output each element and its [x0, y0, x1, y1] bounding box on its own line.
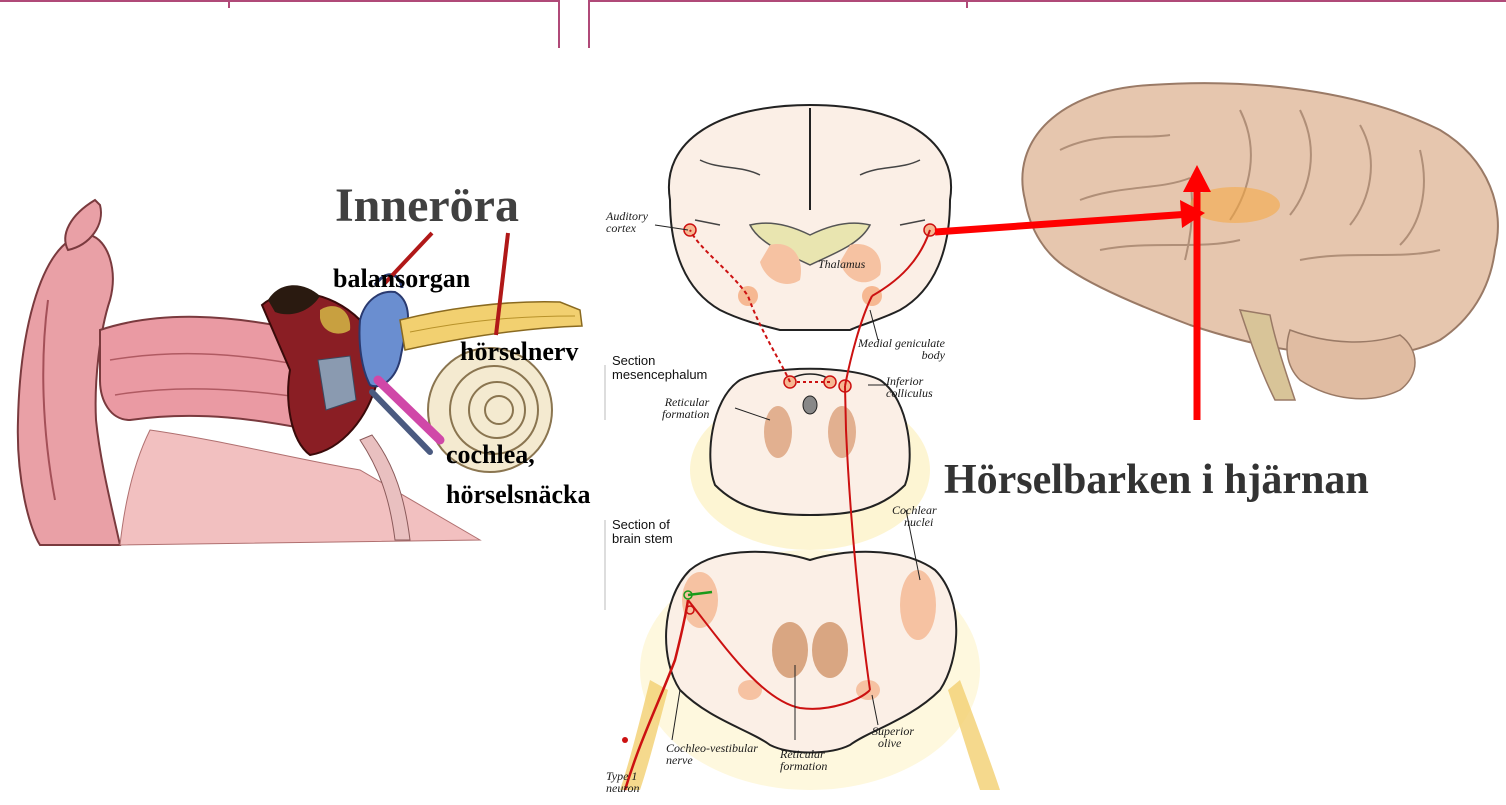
label-section-brain-stem: Section of brain stem	[612, 518, 673, 546]
label-auditory-cortex: Auditory cortex	[606, 210, 648, 234]
label-superior-olive: Superior olive	[872, 725, 914, 749]
label-reticular-formation-upper: Reticular formation	[662, 396, 709, 420]
label-reticular-formation-lower: Reticular formation	[780, 748, 827, 772]
label-inferior-colliculus: Inferior colliculus	[886, 375, 933, 399]
label-thalamus: Thalamus	[818, 258, 865, 270]
label-type1-neuron: Type 1 neuron	[606, 770, 640, 794]
label-cochlear-nuclei: Cochlear nuclei	[892, 504, 937, 528]
auditory-cortex-heading: Hörselbarken i hjärnan	[944, 456, 1369, 504]
cochlea-label: cochlea,	[446, 440, 535, 470]
label-section-mesencephalum: Section mesencephalum	[612, 354, 707, 382]
label-medial-geniculate: Medial geniculate body	[858, 337, 945, 361]
balance-organ-label: balansorgan	[333, 264, 470, 294]
inner-ear-label: Innerörа	[335, 178, 519, 233]
cochlea-label-line2: hörselsnäcka	[446, 480, 590, 510]
label-cochleo-vestibular-nerve: Cochleo-vestibular nerve	[666, 742, 758, 766]
hearing-nerve-label: hörselnerv	[460, 337, 578, 367]
